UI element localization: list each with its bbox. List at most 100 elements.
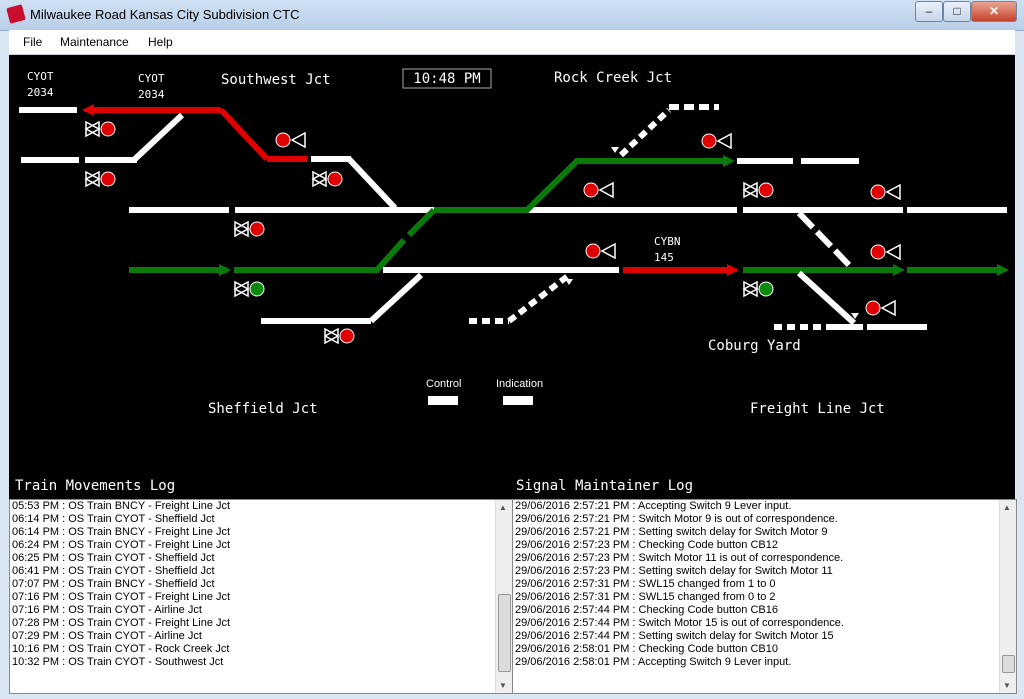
indication-indicator — [503, 396, 533, 405]
switch-route-dashed — [507, 272, 571, 324]
track-segment-occupied — [623, 267, 733, 273]
direction-arrow-icon — [727, 264, 739, 276]
track-segment — [19, 107, 77, 113]
log-entry: 29/06/2016 2:57:44 PM : Setting switch d… — [515, 630, 834, 642]
train-tag-number: 2034 — [138, 88, 165, 101]
clock-display: 10:48 PM — [413, 71, 480, 87]
switch-route-clear — [524, 158, 580, 213]
log-entry: 07:16 PM : OS Train CYOT - Freight Line … — [12, 591, 231, 603]
switch-points-icon — [851, 313, 859, 319]
log-entry: 07:07 PM : OS Train BNCY - Sheffield Jct — [12, 578, 215, 590]
maximize-icon: □ — [953, 4, 961, 18]
signal-red-icon[interactable] — [583, 182, 614, 198]
log-entry: 29/06/2016 2:58:01 PM : Accepting Switch… — [515, 656, 792, 668]
track-segment-clear — [434, 207, 529, 213]
train-tag-number: 145 — [654, 251, 674, 264]
signal-red-icon[interactable] — [585, 243, 616, 259]
label-southwest-jct: Southwest Jct — [221, 72, 331, 88]
track-diagram: 10:48 PM Southwest Jct Rock Creek Jct Sh… — [19, 68, 1009, 417]
title-bar[interactable]: Milwaukee Road Kansas City Subdivision C… — [0, 0, 1024, 31]
log-entry: 10:16 PM : OS Train CYOT - Rock Creek Jc… — [12, 643, 230, 655]
clock-frame — [402, 68, 492, 89]
track-segment — [743, 207, 903, 213]
label-freight-line-jct: Freight Line Jct — [750, 401, 885, 417]
switch-route-dashed — [618, 107, 672, 158]
switch-route-clear — [406, 207, 437, 238]
log-entry: 29/06/2016 2:57:31 PM : SWL15 changed fr… — [515, 578, 776, 590]
switch-route — [346, 156, 398, 211]
signal-red-icon[interactable] — [234, 221, 265, 237]
label-coburg-yard: Coburg Yard — [708, 338, 801, 354]
signal-red-icon[interactable] — [870, 184, 901, 200]
signal-red-icon[interactable] — [743, 182, 774, 198]
track-segment — [621, 207, 737, 213]
log-entry: 06:14 PM : OS Train CYOT - Sheffield Jct — [12, 513, 215, 525]
scroll-down-icon[interactable]: ▼ — [499, 681, 507, 690]
log-entry: 29/06/2016 2:57:23 PM : Setting switch d… — [515, 565, 833, 577]
track-segment-clear — [129, 267, 227, 273]
direction-arrow-icon — [219, 264, 231, 276]
log-entry: 29/06/2016 2:57:21 PM : Switch Motor 9 i… — [515, 513, 838, 525]
menu-help[interactable]: Help — [148, 35, 173, 49]
signal-log-scrollbar[interactable]: ▲ ▼ — [999, 500, 1016, 693]
signal-red-icon[interactable] — [324, 328, 355, 344]
menu-maintenance[interactable]: Maintenance — [60, 35, 129, 49]
menu-file[interactable]: File — [23, 35, 43, 49]
switch-route-clear — [374, 237, 407, 273]
track-segment — [867, 324, 927, 330]
legend-indication-label: Indication — [496, 378, 543, 390]
track-segment — [129, 207, 229, 213]
log-entry: 07:28 PM : OS Train CYOT - Freight Line … — [12, 617, 231, 629]
track-segment — [383, 267, 619, 273]
log-entry: 06:24 PM : OS Train CYOT - Freight Line … — [12, 539, 231, 551]
direction-arrow-icon — [723, 155, 735, 167]
maximize-button[interactable]: □ — [943, 1, 971, 22]
log-entry: 29/06/2016 2:57:31 PM : SWL15 changed fr… — [515, 591, 776, 603]
signal-red-icon[interactable] — [865, 300, 896, 316]
scroll-down-icon[interactable]: ▼ — [1003, 681, 1011, 690]
train-tag-road: CYOT — [27, 70, 54, 83]
signal-red-icon[interactable] — [85, 171, 116, 187]
legend-control-label: Control — [426, 378, 461, 390]
train-log-scrollbar[interactable]: ▲ ▼ — [495, 500, 512, 693]
switch-points-icon — [565, 279, 573, 285]
log-entry: 29/06/2016 2:57:44 PM : Switch Motor 15 … — [515, 617, 844, 629]
log-entry: 29/06/2016 2:57:21 PM : Accepting Switch… — [515, 500, 792, 512]
signal-maintainer-log[interactable]: 29/06/2016 2:57:21 PM : Accepting Switch… — [512, 499, 1017, 694]
signal-red-icon[interactable] — [275, 132, 306, 148]
menu-bar: File Maintenance Help — [9, 30, 1015, 55]
switch-route-occupied — [218, 107, 270, 162]
window-title: Milwaukee Road Kansas City Subdivision C… — [30, 7, 300, 22]
scroll-thumb[interactable] — [1002, 655, 1015, 673]
close-button[interactable]: ✕ — [971, 1, 1017, 22]
signal-green-icon[interactable] — [234, 281, 265, 297]
signal-green-icon[interactable] — [743, 281, 774, 297]
scroll-up-icon[interactable]: ▲ — [1003, 503, 1011, 512]
scroll-up-icon[interactable]: ▲ — [499, 503, 507, 512]
control-indicator — [428, 396, 458, 405]
minimize-button[interactable]: – — [915, 1, 943, 22]
signal-red-icon[interactable] — [701, 133, 732, 149]
minimize-icon: – — [925, 4, 933, 18]
switch-route — [368, 272, 424, 324]
log-entry: 29/06/2016 2:57:23 PM : Checking Code bu… — [515, 539, 778, 551]
log-entry: 29/06/2016 2:57:23 PM : Switch Motor 11 … — [515, 552, 844, 564]
track-segment — [261, 318, 371, 324]
train-movements-log[interactable]: 05:53 PM : OS Train BNCY - Freight Line … — [9, 499, 513, 694]
scroll-thumb[interactable] — [498, 594, 511, 672]
log-entry: 29/06/2016 2:58:01 PM : Checking Code bu… — [515, 643, 778, 655]
log-entry: 06:25 PM : OS Train CYOT - Sheffield Jct — [12, 552, 215, 564]
direction-arrow-icon — [997, 264, 1009, 276]
track-segment-clear — [907, 267, 999, 273]
train-log-lines: 05:53 PM : OS Train BNCY - Freight Line … — [10, 500, 512, 669]
track-segment-occupied — [89, 107, 221, 113]
track-segment — [907, 207, 1007, 213]
signal-red-icon[interactable] — [870, 244, 901, 260]
track-segment-clear — [743, 267, 899, 273]
signal-red-icon[interactable] — [85, 121, 116, 137]
train-tag-road: CYOT — [138, 72, 165, 85]
switch-points-icon — [611, 147, 619, 153]
signal-red-icon[interactable] — [312, 171, 343, 187]
ctc-panel: 10:48 PM Southwest Jct Rock Creek Jct Sh… — [9, 55, 1017, 694]
signal-log-lines: 29/06/2016 2:57:21 PM : Accepting Switch… — [513, 500, 1016, 669]
